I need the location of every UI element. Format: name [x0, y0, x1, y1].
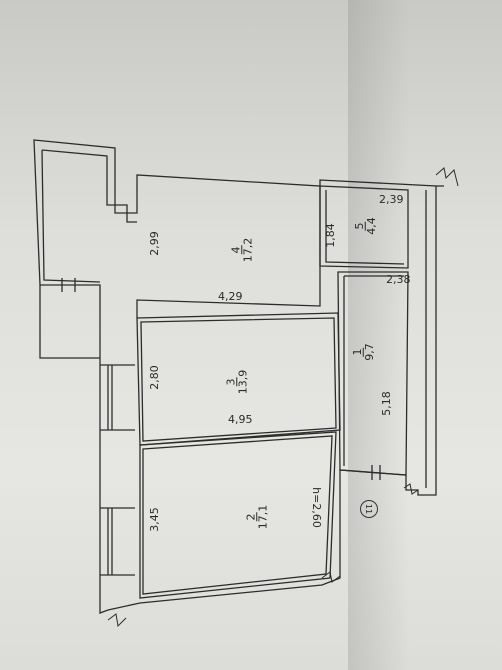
break-mark-bottom — [107, 613, 127, 628]
balcony — [39, 285, 100, 359]
break-mark-top — [435, 167, 459, 187]
ceiling-height-label: h=2,60 — [309, 487, 323, 528]
dim-room4-length: 4,29 — [218, 290, 243, 303]
outer-wall — [33, 139, 437, 614]
window-left-2 — [100, 507, 135, 576]
window-left-1 — [100, 364, 135, 431]
room-1-walls — [337, 271, 409, 476]
dim-room3-length: 4,95 — [228, 413, 253, 426]
plan-number-circle: 11 — [360, 500, 378, 518]
break-mark-right — [403, 483, 419, 495]
inner-wall — [41, 149, 137, 223]
dim-room2-width: 3,45 — [147, 507, 161, 532]
room-2-walls — [139, 431, 337, 599]
dim-room3-width: 2,80 — [147, 365, 161, 390]
dim-room5-depth: 1,84 — [323, 223, 337, 248]
paper-edge-shadow — [348, 0, 502, 670]
dim-room1-width: 2,38 — [386, 273, 411, 286]
dim-room5-width: 2,39 — [379, 193, 404, 206]
room-5-walls — [319, 185, 409, 269]
dim-room4-width: 2,99 — [147, 231, 161, 256]
dim-room1-length: 5,18 — [379, 391, 393, 416]
